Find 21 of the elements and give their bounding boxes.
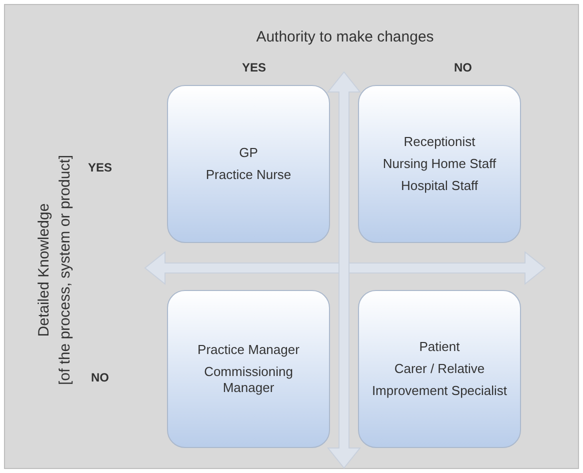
role-text: Practice Manager	[198, 342, 300, 358]
role-text: Commissioning Manager	[203, 364, 294, 396]
axis-title: Detailed Knowledge	[36, 203, 54, 337]
role-text: Nursing Home Staff	[382, 156, 496, 172]
row-header: YES	[88, 160, 112, 176]
role-text: GP	[239, 144, 258, 161]
role-text: Hospital Staff	[400, 178, 478, 194]
axis-subtitle: [of the process, system or product]	[56, 154, 75, 386]
role-text: Improvement Specialist	[372, 383, 508, 400]
column-header: YES	[242, 60, 266, 76]
role-text: Carer / Relative	[394, 360, 485, 378]
column-header: NO	[454, 60, 472, 76]
role-text: Receptionist	[404, 134, 476, 150]
role-text: Patient	[419, 338, 460, 355]
quadrant-box	[358, 85, 521, 243]
role-text: Practice Nurse	[206, 167, 292, 184]
quadrant-box	[358, 290, 521, 448]
axis-title: Authority to make changes	[256, 28, 434, 48]
quadrant-box	[167, 290, 330, 448]
row-header: NO	[91, 370, 109, 386]
quadrant-box	[167, 85, 330, 243]
